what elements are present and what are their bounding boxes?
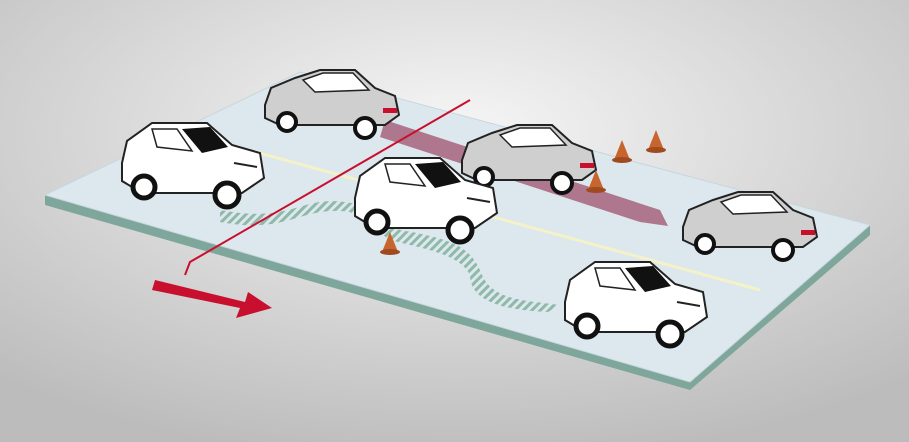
sensor-line (184, 99, 471, 276)
direction-arrow (152, 280, 272, 318)
lane-change-arrow (220, 201, 560, 312)
